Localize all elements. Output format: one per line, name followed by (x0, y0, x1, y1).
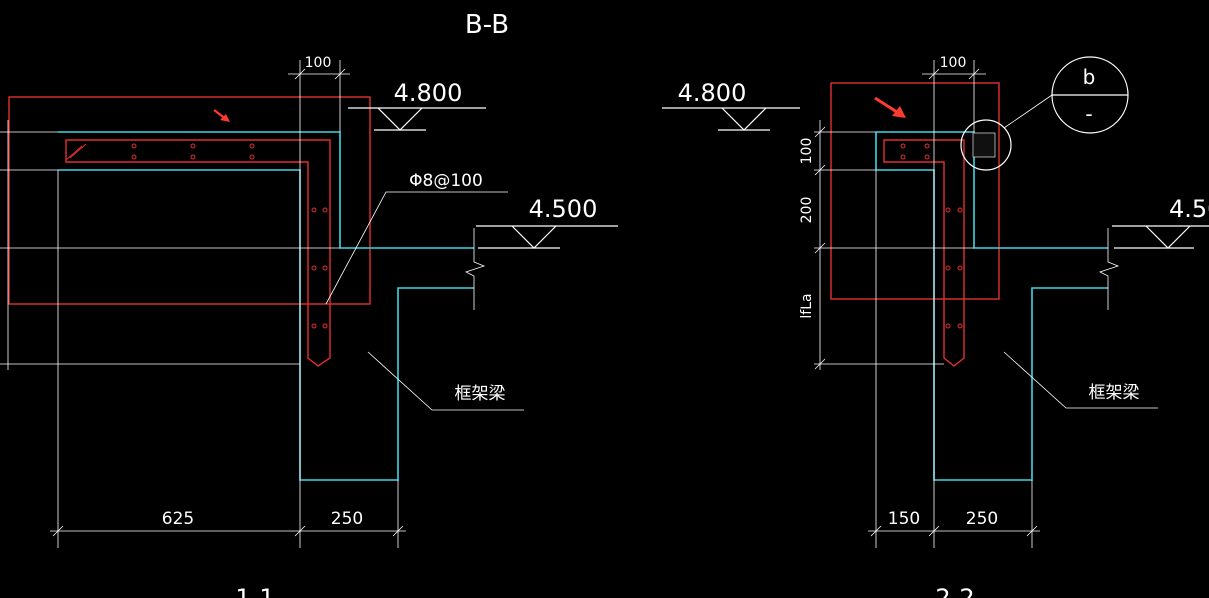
right-arrow-head (892, 106, 906, 118)
right-elevation-lower: 4.50 (1169, 195, 1209, 223)
left-rebar-cage (65, 139, 331, 367)
right-rebar-cage (883, 139, 965, 367)
detail-callout-top: b (1083, 65, 1096, 89)
left-rebar-spec: Φ8@100 (409, 171, 483, 191)
left-dim-bottom-right: 250 (331, 509, 363, 529)
left-arrow-head (220, 114, 230, 122)
right-dim-bottom-left: 150 (888, 509, 920, 529)
right-elevation-lower-symbol (1145, 225, 1191, 249)
left-dim-bottom-left: 625 (162, 509, 194, 529)
right-dim-bottom-right: 250 (966, 509, 998, 529)
left-section-label: 1-1 (235, 584, 274, 598)
right-elevation-top-symbol (721, 107, 767, 131)
left-break-line (464, 228, 486, 310)
detail-hatch-area (972, 132, 996, 158)
right-beam-label: 框架梁 (1089, 383, 1140, 403)
right-break-line (1098, 228, 1120, 310)
left-elevation-top-symbol (377, 107, 423, 131)
left-beam-leader (367, 351, 524, 411)
left-elevation-lower-symbol (511, 225, 557, 249)
left-rebar-leader (325, 191, 508, 305)
right-slab-bottom-edge (875, 132, 1108, 481)
right-dim-v1: 100 (799, 138, 815, 165)
right-section: b - 100 200 lfLa 100 4.800 4.50 (662, 55, 1209, 598)
left-elevation-lower: 4.500 (529, 195, 598, 223)
left-highlight-box (8, 96, 371, 305)
left-slab-top-edge (58, 131, 474, 249)
left-beam-label: 框架梁 (455, 384, 506, 404)
right-dim-top: 100 (940, 55, 967, 71)
left-elevation-top: 4.800 (394, 79, 463, 107)
right-highlight-box (830, 82, 1000, 300)
detail-callout-bottom: - (1085, 102, 1092, 126)
detail-circle-small (960, 119, 1012, 171)
right-slab-top-edge (876, 131, 1108, 249)
right-section-label: 2-2 (935, 584, 974, 598)
left-slab-bottom-edge (58, 169, 474, 481)
left-rebar-hook (65, 145, 83, 161)
right-dim-v2: 200 (799, 197, 815, 224)
drawing-title: B-B (465, 10, 509, 40)
left-section: 100 4.800 4.500 Φ8@100 框架梁 625 250 1-1 (0, 55, 618, 598)
right-dim-v3: lfLa (799, 293, 815, 318)
right-beam-leader (1003, 351, 1158, 409)
left-dim-top: 100 (305, 55, 332, 71)
right-elevation-top: 4.800 (678, 79, 747, 107)
